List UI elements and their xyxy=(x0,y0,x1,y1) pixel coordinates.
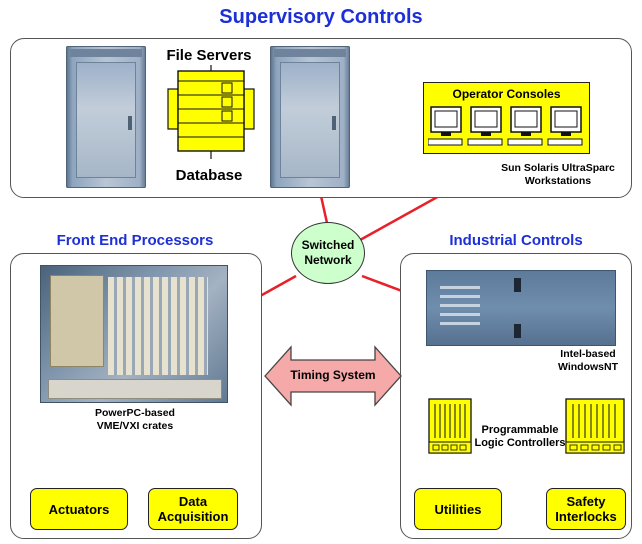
monitor-icon xyxy=(428,106,463,146)
pc-label-line1: Intel-based xyxy=(560,348,616,360)
crate-label-line1: PowerPC-based xyxy=(95,407,175,419)
crate-label-line2: VME/VXI crates xyxy=(96,420,174,432)
safety-interlocks-line2: Interlocks xyxy=(555,509,617,524)
vme-crate-photo xyxy=(40,265,228,403)
switched-network-line2: Network xyxy=(304,253,352,267)
operator-consoles-label: Operator Consoles xyxy=(452,87,561,101)
plc-label-line2: Logic Controllers xyxy=(474,437,566,449)
data-acquisition-line1: Data xyxy=(178,494,208,509)
front-end-title: Front End Processors xyxy=(56,232,214,249)
pc-label: Intel-based WindowsNT xyxy=(546,348,630,374)
industrial-title: Industrial Controls xyxy=(449,232,583,249)
monitor-icon xyxy=(507,106,543,146)
plc-icon-right xyxy=(565,398,625,454)
page-title: Supervisory Controls xyxy=(219,6,423,28)
workstations-label: Sun Solaris UltraSparc Workstations xyxy=(486,162,630,188)
pc-label-line2: WindowsNT xyxy=(558,361,618,373)
intel-pc-photo xyxy=(426,270,616,346)
monitor-icon xyxy=(547,106,583,146)
data-acquisition-box: Data Acquisition xyxy=(148,488,238,530)
utilities-label: Utilities xyxy=(434,501,482,517)
data-acquisition-line2: Acquisition xyxy=(157,509,229,524)
crate-label: PowerPC-based VME/VXI crates xyxy=(55,407,215,433)
utilities-box: Utilities xyxy=(414,488,502,530)
safety-interlocks-box: Safety Interlocks xyxy=(546,488,626,530)
monitor-icon xyxy=(467,106,503,146)
actuators-box: Actuators xyxy=(30,488,128,530)
file-servers-label: File Servers xyxy=(166,47,252,64)
plc-label-line1: Programmable xyxy=(481,424,559,436)
safety-interlocks-line1: Safety xyxy=(566,494,606,509)
timing-system-label: Timing System xyxy=(290,368,376,382)
file-server-left xyxy=(66,46,146,188)
workstations-label-line2: Workstations xyxy=(524,175,592,187)
database-label: Database xyxy=(175,167,243,184)
database-icon xyxy=(167,65,255,159)
plc-label: Programmable Logic Controllers xyxy=(460,424,580,450)
file-server-right xyxy=(270,46,350,188)
workstation-icons xyxy=(428,106,583,146)
switched-network-line1: Switched xyxy=(301,238,355,252)
switched-network-node: Switched Network xyxy=(291,222,365,284)
actuators-label: Actuators xyxy=(48,501,110,517)
plc-icon-left xyxy=(428,398,472,454)
timing-system-arrow xyxy=(264,345,402,407)
workstations-label-line1: Sun Solaris UltraSparc xyxy=(501,162,615,174)
